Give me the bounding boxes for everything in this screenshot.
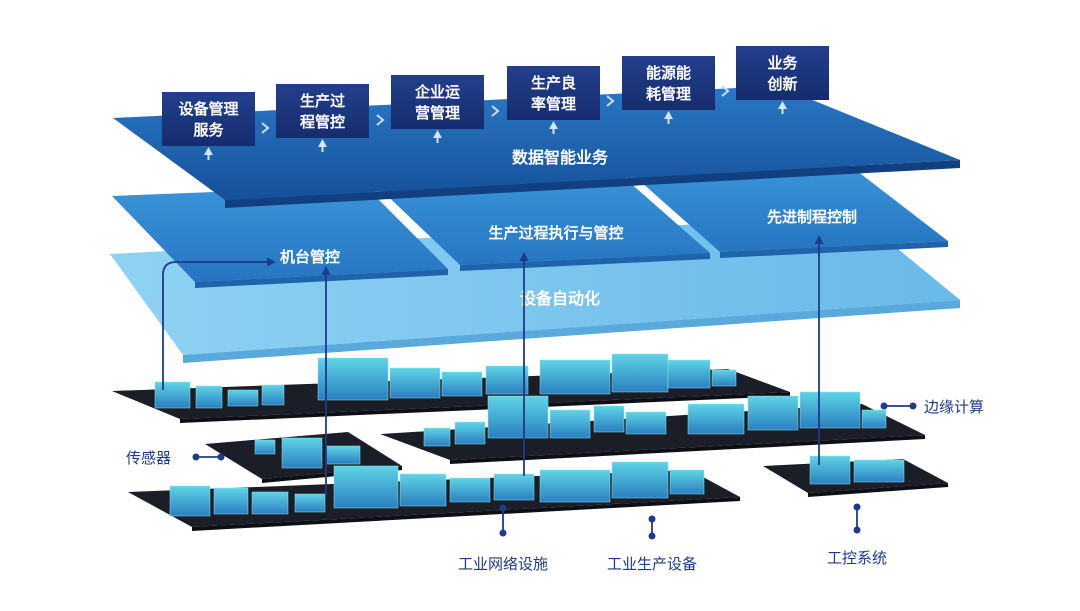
arrow-up-icon: [321, 266, 331, 275]
network-callout: 工业网络设施: [458, 504, 548, 573]
chevron-right-icon: [491, 105, 500, 117]
production-equipment-callout: 工业生产设备: [607, 515, 697, 573]
module-2-line1: 生产过: [300, 92, 345, 110]
arrow-up-icon: [318, 139, 327, 147]
connector-machine-control: [162, 261, 268, 390]
process-execution-label: 生产过程执行与管控: [488, 224, 623, 242]
business-modules: 设备管理 服务 生产过 程管控 企业运 营管理 生产良 率管理: [162, 46, 829, 160]
module-5-line1: 能源能: [646, 64, 691, 82]
arrow-up-icon: [519, 252, 529, 261]
factory-floor: [112, 353, 948, 531]
arrow-up-icon: [204, 147, 213, 155]
arrow-up-icon: [433, 130, 442, 138]
module-3-line1: 企业运: [414, 83, 460, 101]
automation-layer-label: 设备自动化: [520, 289, 600, 308]
arrow-up-icon: [549, 121, 558, 129]
platform-a: [112, 353, 790, 423]
production-equipment-label: 工业生产设备: [607, 555, 697, 573]
network-label: 工业网络设施: [458, 555, 548, 573]
module-3-line2: 营管理: [415, 104, 460, 122]
control-system-label: 工控系统: [827, 549, 887, 567]
platform-d: [128, 461, 740, 531]
module-energy: 能源能 耗管理: [622, 56, 715, 124]
connectors: [162, 235, 824, 496]
advanced-control-panel: 先进制程控制: [632, 164, 948, 258]
platform-e: [763, 455, 948, 497]
module-4-line2: 率管理: [531, 95, 576, 113]
sensor-callout: 传感器: [126, 449, 225, 467]
callouts: 边缘计算 传感器 工业网络设施 工业生产设备 工控系统: [126, 398, 984, 573]
machine-control-panel: 机台管控: [112, 186, 448, 288]
middle-layer: 机台管控 生产过程执行与管控 先进制程控制: [112, 164, 948, 288]
module-flow-chevrons: [261, 85, 730, 134]
edge-computing-callout: 边缘计算: [880, 398, 984, 416]
module-enterprise-ops: 企业运 营管理: [391, 75, 484, 143]
module-1-line1: 设备管理: [178, 100, 238, 118]
process-execution-panel: 生产过程执行与管控: [377, 174, 710, 271]
arrow-up-icon: [778, 101, 787, 109]
data-intelligence-label: 数据智能业务: [512, 148, 609, 167]
advanced-control-label: 先进制程控制: [767, 208, 857, 226]
platform-c: [380, 391, 925, 464]
module-process-control: 生产过 程管控: [276, 84, 369, 152]
module-innovation: 业务 创新: [736, 46, 829, 114]
arrow-up-icon: [664, 111, 673, 119]
sensor-label: 传感器: [126, 449, 171, 467]
chevron-right-icon: [606, 95, 615, 107]
module-1-line2: 服务: [193, 121, 224, 139]
module-6-line2: 创新: [766, 75, 797, 93]
arrow-up-icon: [814, 235, 824, 244]
control-system-callout: 工控系统: [827, 503, 887, 567]
arrow-right-icon: [267, 257, 276, 267]
chevron-right-icon: [721, 85, 730, 97]
chevron-right-icon: [261, 122, 270, 134]
module-2-line2: 程管控: [300, 113, 345, 131]
module-device-service: 设备管理 服务: [162, 92, 255, 160]
edge-computing-label: 边缘计算: [924, 398, 984, 416]
module-yield: 生产良 率管理: [507, 66, 600, 134]
machine-control-label: 机台管控: [280, 248, 340, 266]
module-4-line1: 生产良: [531, 74, 576, 92]
module-6-line1: 业务: [767, 54, 798, 72]
module-5-line2: 耗管理: [646, 85, 691, 103]
chevron-right-icon: [376, 114, 385, 126]
